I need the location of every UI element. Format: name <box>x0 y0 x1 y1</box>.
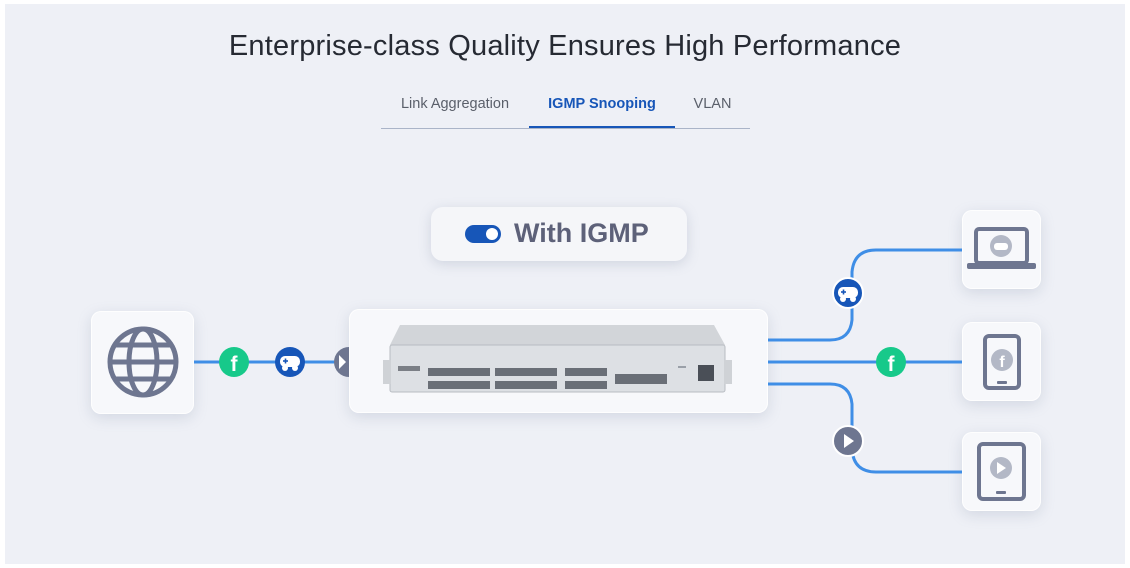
svg-text:f: f <box>231 353 239 376</box>
gamepad-icon <box>275 347 305 377</box>
globe-icon <box>107 326 179 398</box>
igmp-toggle-switch[interactable] <box>465 225 501 243</box>
facebook-icon: f <box>219 347 249 377</box>
igmp-toggle-label: With IGMP <box>514 218 649 248</box>
tab-link-aggregation[interactable]: Link Aggregation <box>400 96 510 112</box>
toggle-knob <box>486 228 498 240</box>
facebook-icon: f <box>876 347 906 377</box>
tablet-icon <box>977 442 1026 501</box>
tab-igmp-snooping[interactable]: IGMP Snooping <box>529 88 675 128</box>
play-icon <box>334 347 349 377</box>
phone-icon: f <box>983 334 1021 390</box>
laptop-icon <box>967 227 1036 269</box>
tab-vlan[interactable]: VLAN <box>693 96 732 112</box>
play-icon <box>832 425 864 457</box>
gamepad-icon <box>832 277 864 309</box>
igmp-toggle-card: With IGMP <box>431 207 687 261</box>
svg-text:f: f <box>888 353 896 376</box>
feature-tabs: Link Aggregation IGMP Snooping VLAN <box>381 88 750 129</box>
section-title: Enterprise-class Quality Ensures High Pe… <box>228 30 902 62</box>
svg-text:f: f <box>999 354 1005 371</box>
network-switch <box>383 325 732 393</box>
